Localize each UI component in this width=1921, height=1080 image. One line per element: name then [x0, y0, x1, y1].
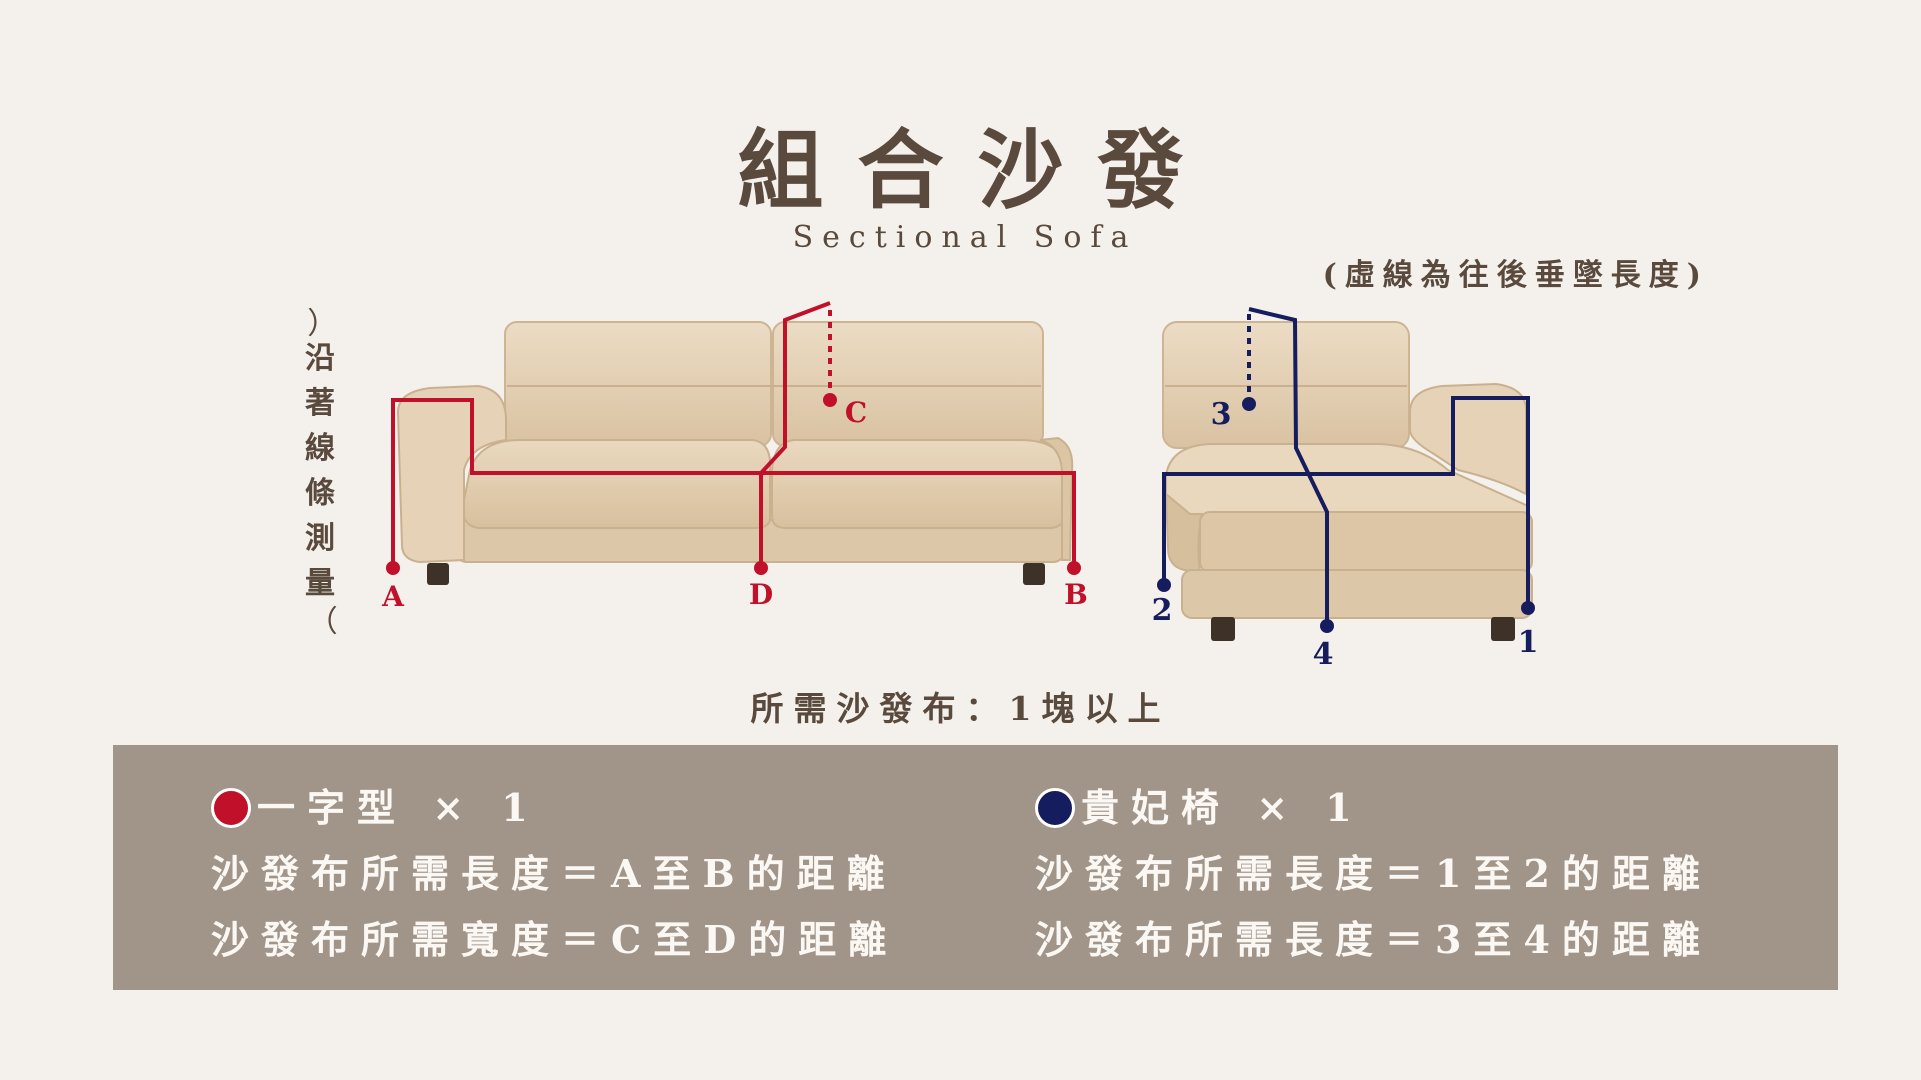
line-3-to-4: [1248, 307, 1329, 626]
chaise-sofa: [1162, 321, 1533, 641]
chaise-arm: [1409, 382, 1527, 496]
page-title: 組合沙發: [737, 120, 1218, 221]
label-b: B: [1064, 578, 1088, 611]
legend-chaise-title: 貴妃椅 × 1: [1035, 775, 1712, 841]
page-subtitle: Sectional Sofa: [792, 220, 1138, 255]
note-char: 線: [305, 431, 335, 466]
blue-measure-lines: [1162, 307, 1530, 626]
point-b: [1067, 561, 1081, 575]
leg: [1023, 563, 1045, 585]
dashed-line-note: (虛線為往後垂墜長度): [1322, 258, 1709, 293]
note-char: 沿: [305, 341, 335, 376]
red-measure-lines: [391, 301, 1076, 568]
leg: [1211, 617, 1235, 641]
label-c: C: [845, 396, 867, 429]
right-arm: [1039, 436, 1074, 561]
point-1: [1521, 601, 1535, 615]
note-char: 條: [305, 476, 335, 511]
chaise-length-row-1: 沙發布所需長度＝1至2的距離: [1035, 851, 1712, 896]
seat-cushion-right: [771, 439, 1067, 529]
straight-length-row: 沙發布所需長度＝A至B的距離: [211, 851, 897, 896]
note-char: 量: [305, 566, 335, 601]
label-2: 2: [1152, 593, 1173, 628]
label-3: 3: [1211, 397, 1232, 432]
legend-chaise: 貴妃椅 × 1 沙發布所需長度＝1至2的距離 沙發布所需長度＝3至4的距離: [1035, 775, 1712, 973]
left-arm: [396, 384, 507, 564]
label-1: 1: [1518, 625, 1539, 660]
blue-dot-icon: [1035, 787, 1075, 828]
line-c-to-d: [759, 301, 831, 568]
label-4: 4: [1313, 637, 1334, 672]
label-d: D: [749, 578, 773, 611]
leg: [1491, 617, 1515, 641]
back-cushion-left: [504, 321, 772, 447]
blue-labels: 1 2 3 4: [1152, 397, 1539, 672]
chaise-cushion-front: [1199, 511, 1533, 573]
straight-sofa: [396, 321, 1074, 585]
chaise-length-row-2: 沙發布所需長度＝3至4的距離: [1035, 917, 1712, 962]
point-2: [1157, 578, 1171, 592]
red-labels: A D B C: [381, 396, 1088, 613]
red-dot-icon: [211, 787, 251, 828]
leg: [427, 563, 449, 585]
blue-points: [1157, 397, 1535, 633]
line-1-to-2: [1162, 396, 1530, 608]
line-a-to-b: [391, 398, 1076, 568]
point-a: [386, 561, 400, 575]
note-char: 測: [305, 521, 335, 556]
back-cushion-right: [772, 321, 1044, 447]
point-c: [823, 393, 837, 407]
chaise-name: 貴妃椅 × 1: [1081, 785, 1364, 830]
legend-straight-title: 一字型 × 1: [211, 775, 898, 841]
note-char: 著: [305, 386, 335, 421]
straight-width-row: 沙發布所需寬度＝C至D的距離: [211, 917, 899, 962]
fabric-needed-text: 所需沙發布：1塊以上: [750, 689, 1171, 728]
red-points: [386, 393, 1081, 575]
chaise-seat-top: [1165, 443, 1532, 521]
chaise-base: [1181, 569, 1533, 619]
point-4: [1320, 619, 1334, 633]
point-3: [1242, 397, 1256, 411]
measure-along-lines-note: ︵ 沿 著 線 條 測 量 ︶: [300, 307, 340, 635]
straight-name: 一字型 × 1: [257, 785, 540, 830]
point-d: [754, 561, 768, 575]
legend-panel: 一字型 × 1 沙發布所需長度＝A至B的距離 沙發布所需寬度＝C至D的距離 貴妃…: [113, 745, 1838, 990]
seat-cushion-left: [460, 439, 772, 529]
label-a: A: [381, 580, 405, 613]
legend-straight: 一字型 × 1 沙發布所需長度＝A至B的距離 沙發布所需寬度＝C至D的距離: [211, 775, 898, 973]
